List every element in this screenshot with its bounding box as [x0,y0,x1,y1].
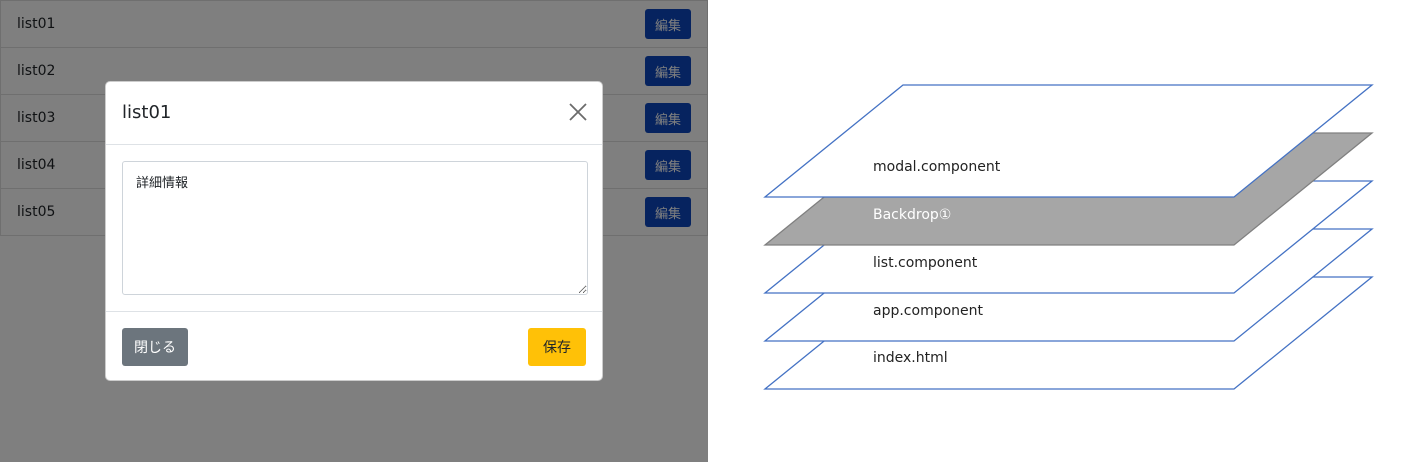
layer-label-backdrop: Backdrop① [873,207,952,223]
layer-label-modal-component: modal.component [873,159,1001,175]
layer-label-app-component: app.component [873,303,984,319]
close-icon [569,103,587,121]
layer-diagram-svg [763,84,1374,390]
detail-textarea[interactable]: 詳細情報 [122,161,588,295]
app-screen: list01 編集 list02 編集 list03 編集 list04 編集 … [0,0,708,462]
save-button[interactable]: 保存 [528,328,586,366]
modal-body: 詳細情報 [106,145,602,311]
layer-diagram: modal.component Backdrop① list.component… [708,0,1416,462]
modal-footer: 閉じる 保存 [106,311,602,381]
modal-title: list01 [122,102,172,123]
modal-close-button[interactable] [566,100,590,124]
modal-header: list01 [106,82,602,145]
close-button[interactable]: 閉じる [122,328,188,366]
modal-dialog: list01 詳細情報 閉じる 保存 [105,81,603,381]
layer-modal-component [763,84,1374,198]
layer-label-index-html: index.html [873,350,948,366]
layer-label-list-component: list.component [873,255,978,271]
